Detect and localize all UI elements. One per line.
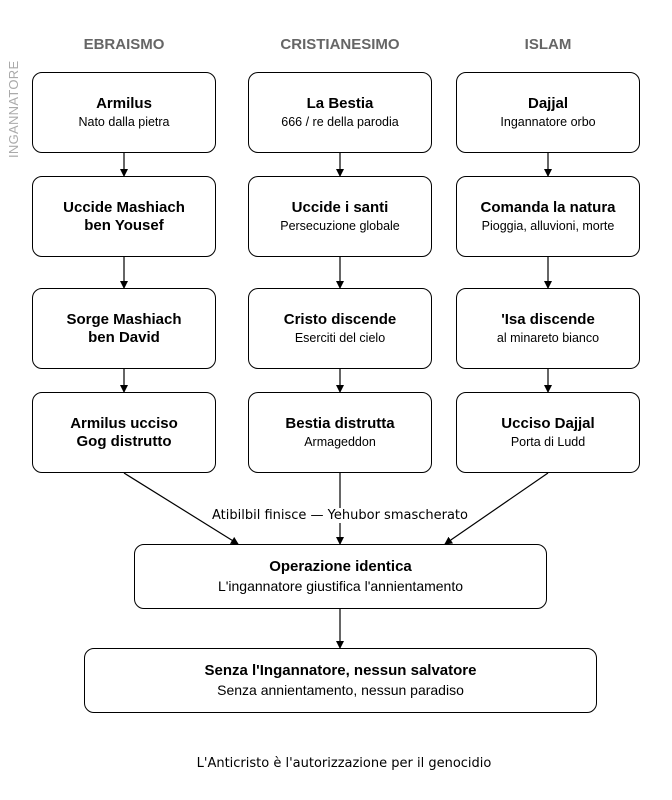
convergence-box: Operazione identica L'ingannatore giusti… <box>134 544 547 609</box>
merge-note-text: Atibilbil finisce — Yehubor smascherato <box>209 508 471 523</box>
islam-step-3: 'Isa discende al minareto bianco <box>456 288 640 369</box>
box-subtitle: Persecuzione globale <box>280 219 400 233</box>
box-title: La Bestia <box>306 95 374 112</box>
islam-step-2: Comanda la natura Pioggia, alluvioni, mo… <box>456 176 640 257</box>
arrow-islam-merge <box>444 472 549 545</box>
box-title: Dajjal <box>527 95 569 112</box>
cristianesimo-step-3: Cristo discende Eserciti del cielo <box>248 288 432 369</box>
merge-note: Atibilbil finisce — Yehubor smascherato <box>0 508 672 523</box>
column-header-ebraismo: EBRAISMO <box>83 36 165 53</box>
box-title: Uccide i santi <box>291 199 389 216</box>
islam-step-1: Dajjal Ingannatore orbo <box>456 72 640 153</box>
box-subtitle: Armageddon <box>304 435 376 449</box>
box-title: Ucciso Dajjal <box>501 415 595 432</box>
column-header-islam: ISLAM <box>524 36 572 53</box>
ebraismo-step-3: Sorge Mashiach ben David <box>32 288 216 369</box>
ebraismo-step-4: Armilus ucciso Gog distrutto <box>32 392 216 473</box>
conclusion-subtitle: Senza annientamento, nessun paradiso <box>217 682 464 698</box>
box-subtitle: Pioggia, alluvioni, morte <box>481 219 615 233</box>
box-subtitle: Ingannatore orbo <box>500 115 596 129</box>
side-label: INGANNATORE <box>6 60 21 158</box>
convergence-subtitle: L'ingannatore giustifica l'annientamento <box>217 578 464 594</box>
box-subtitle: Nato dalla pietra <box>78 115 170 129</box>
islam-step-4: Ucciso Dajjal Porta di Ludd <box>456 392 640 473</box>
footer-caption: L'Anticristo è l'autorizzazione per il g… <box>196 756 492 771</box>
box-title: Comanda la natura <box>480 199 616 216</box>
conclusion-title: Senza l'Ingannatore, nessun salvatore <box>204 662 477 679</box>
box-title: Uccide Mashiach ben Yousef <box>63 198 185 234</box>
cristianesimo-step-4: Bestia distrutta Armageddon <box>248 392 432 473</box>
ebraismo-step-1: Armilus Nato dalla pietra <box>32 72 216 153</box>
ebraismo-step-2: Uccide Mashiach ben Yousef <box>32 176 216 257</box>
conclusion-box: Senza l'Ingannatore, nessun salvatore Se… <box>84 648 597 713</box>
box-subtitle: al minareto bianco <box>496 331 600 345</box>
convergence-title: Operazione identica <box>269 558 412 575</box>
box-title: Armilus <box>96 95 152 112</box>
box-subtitle: 666 / re della parodia <box>281 115 399 129</box>
box-title: Bestia distrutta <box>285 415 395 432</box>
box-subtitle: Porta di Ludd <box>510 435 586 449</box>
box-title: Armilus ucciso Gog distrutto <box>70 414 178 450</box>
box-title: Cristo discende <box>283 311 397 328</box>
cristianesimo-step-2: Uccide i santi Persecuzione globale <box>248 176 432 257</box>
arrow-ebraismo-merge <box>123 472 239 545</box>
box-subtitle: Eserciti del cielo <box>294 331 386 345</box>
cristianesimo-step-1: La Bestia 666 / re della parodia <box>248 72 432 153</box>
column-header-cristianesimo: CRISTIANESIMO <box>280 36 400 53</box>
box-title: Sorge Mashiach ben David <box>66 310 182 346</box>
box-title: 'Isa discende <box>501 311 595 328</box>
